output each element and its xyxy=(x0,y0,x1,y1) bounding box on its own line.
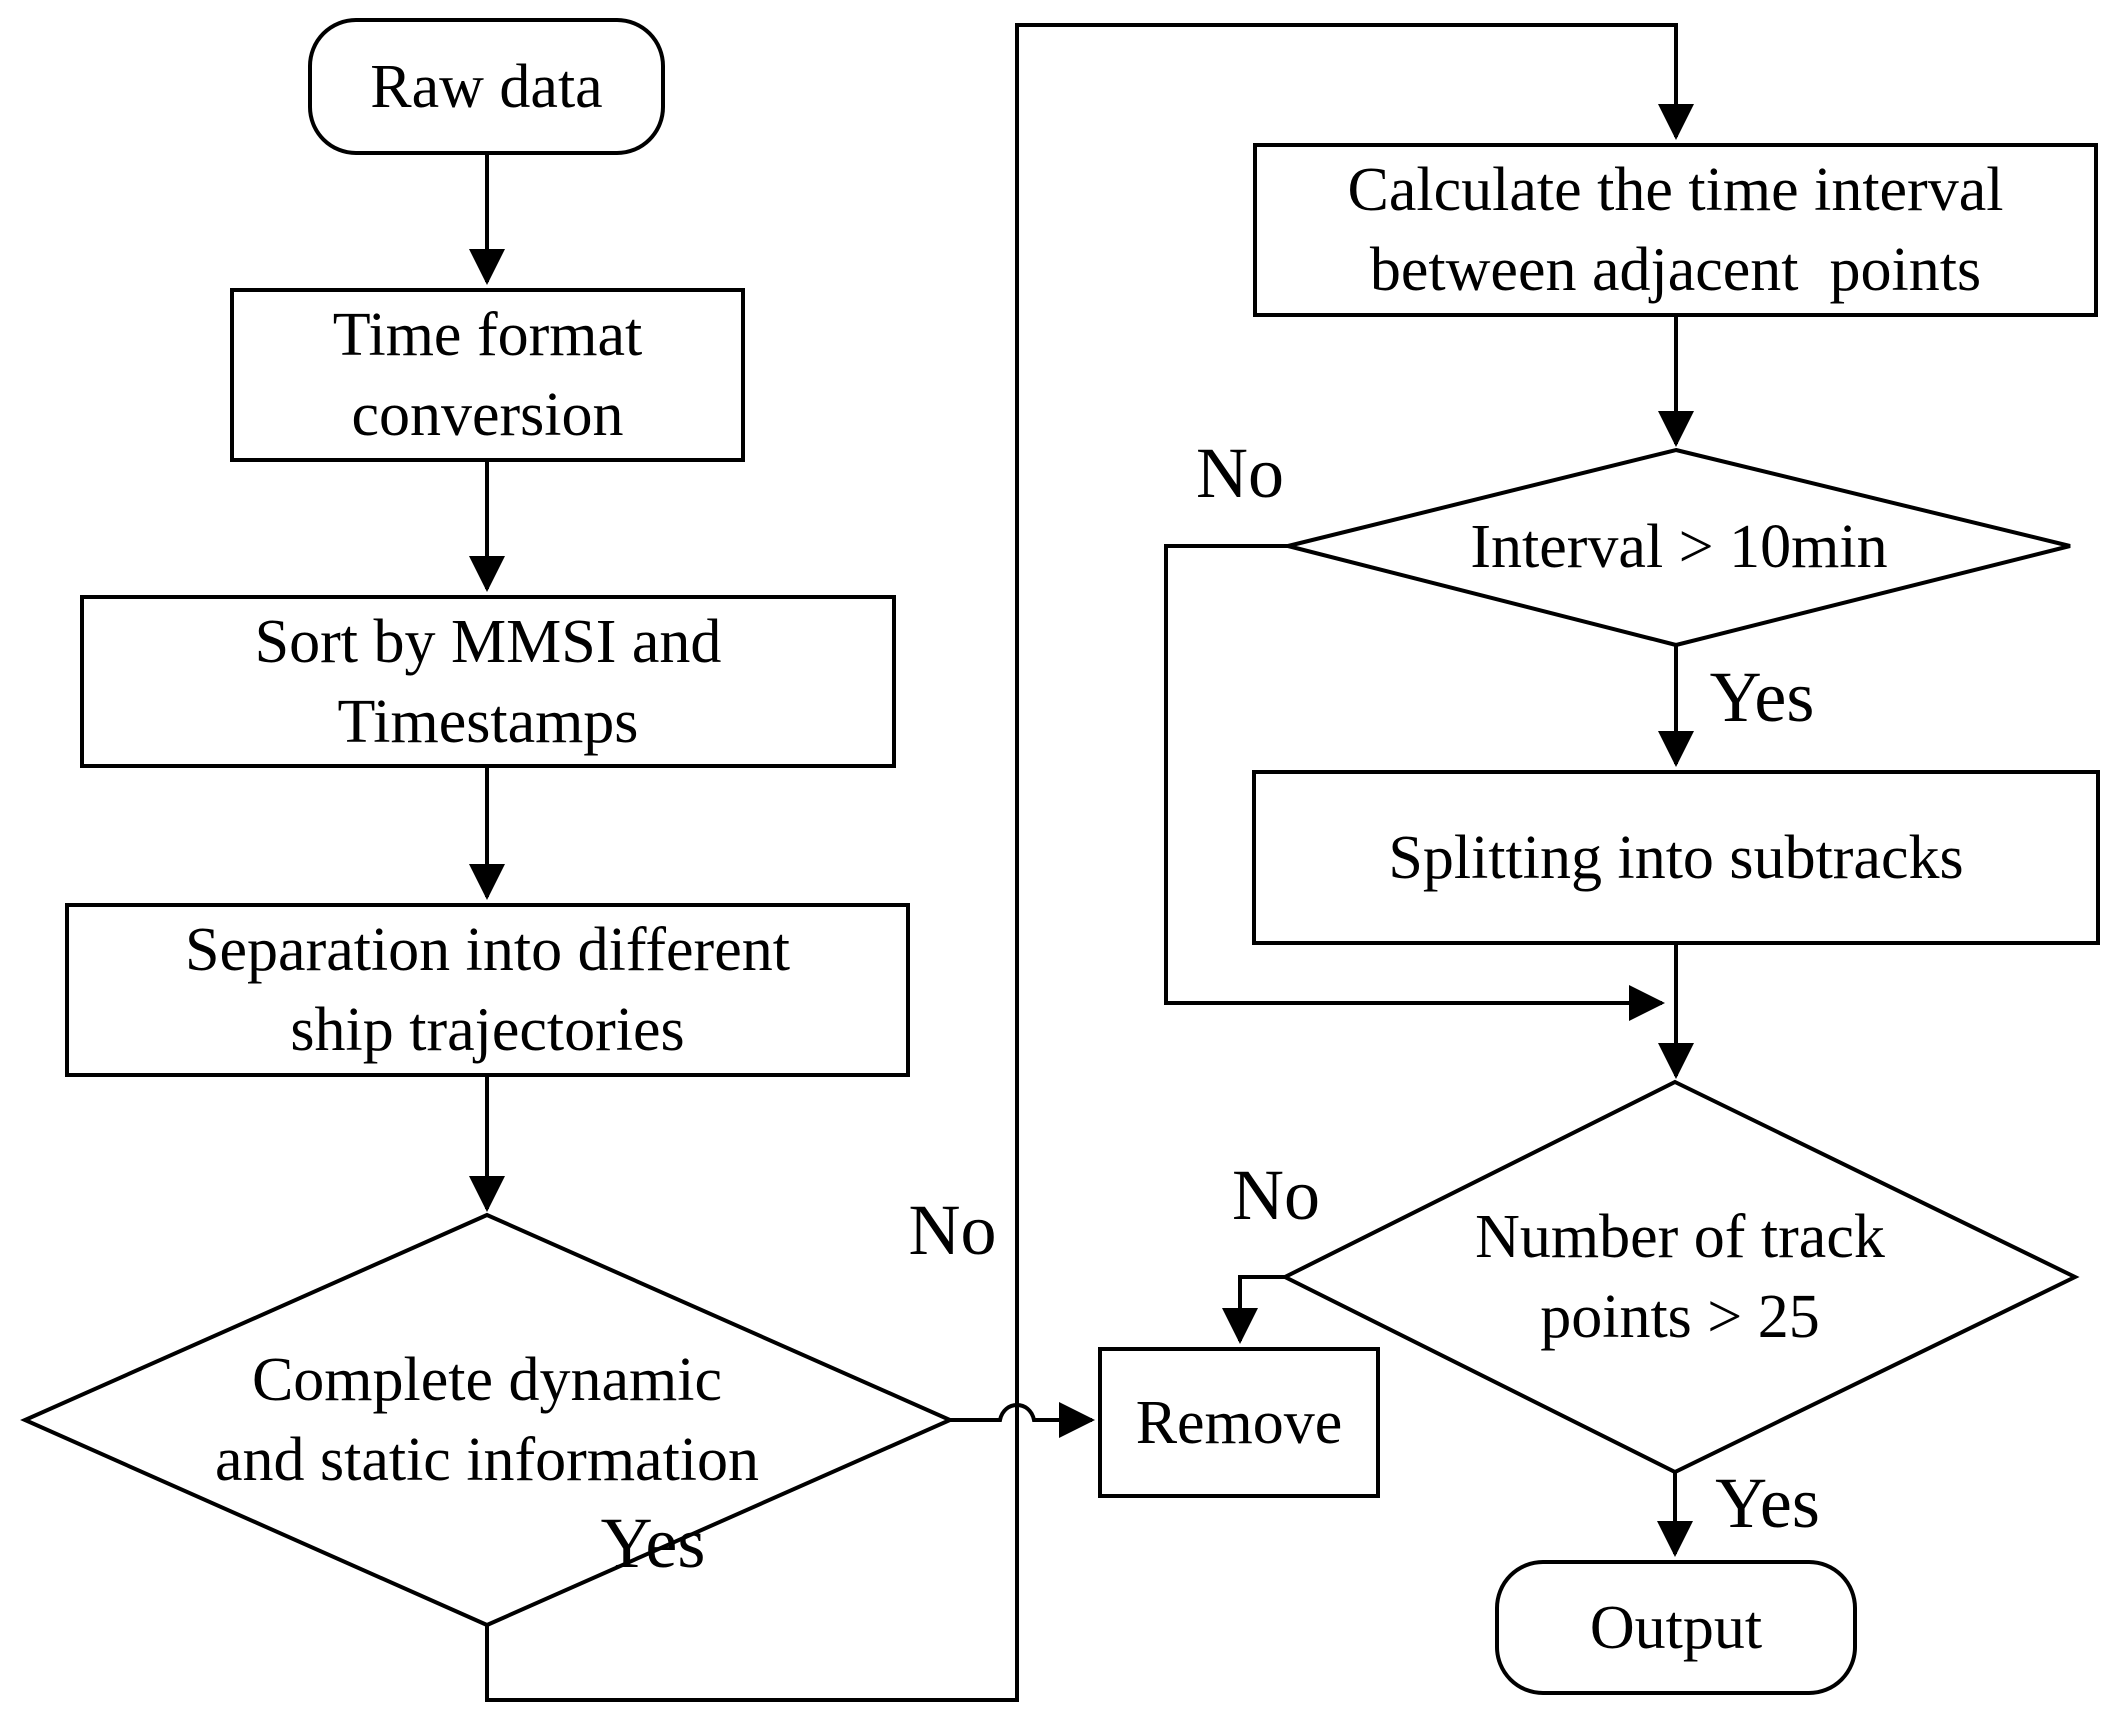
decision-complete-info-shape xyxy=(20,1212,955,1628)
edge-interval-no-loop xyxy=(1164,544,1665,1021)
node-separation-trajectories: Separation into different ship trajector… xyxy=(65,903,910,1077)
node-remove: Remove xyxy=(1098,1347,1380,1498)
node-calculate-time-interval: Calculate the time interval between adja… xyxy=(1253,143,2098,317)
node-sort-by-mmsi: Sort by MMSI and Timestamps xyxy=(80,595,896,768)
edge-completeinfo-no-to-remove xyxy=(950,1402,1095,1438)
node-output: Output xyxy=(1495,1560,1857,1695)
decision-track-points-shape xyxy=(1280,1079,2080,1475)
decision-interval-shape xyxy=(1287,447,2071,648)
edge-completeinfo-yes-to-calculate xyxy=(485,23,1694,1702)
node-raw-data: Raw data xyxy=(308,18,665,155)
edge-trackpoints-no-to-remove xyxy=(1222,1275,1285,1344)
node-time-format-conversion: Time format conversion xyxy=(230,288,745,462)
node-splitting-subtracks: Splitting into subtracks xyxy=(1252,770,2100,945)
